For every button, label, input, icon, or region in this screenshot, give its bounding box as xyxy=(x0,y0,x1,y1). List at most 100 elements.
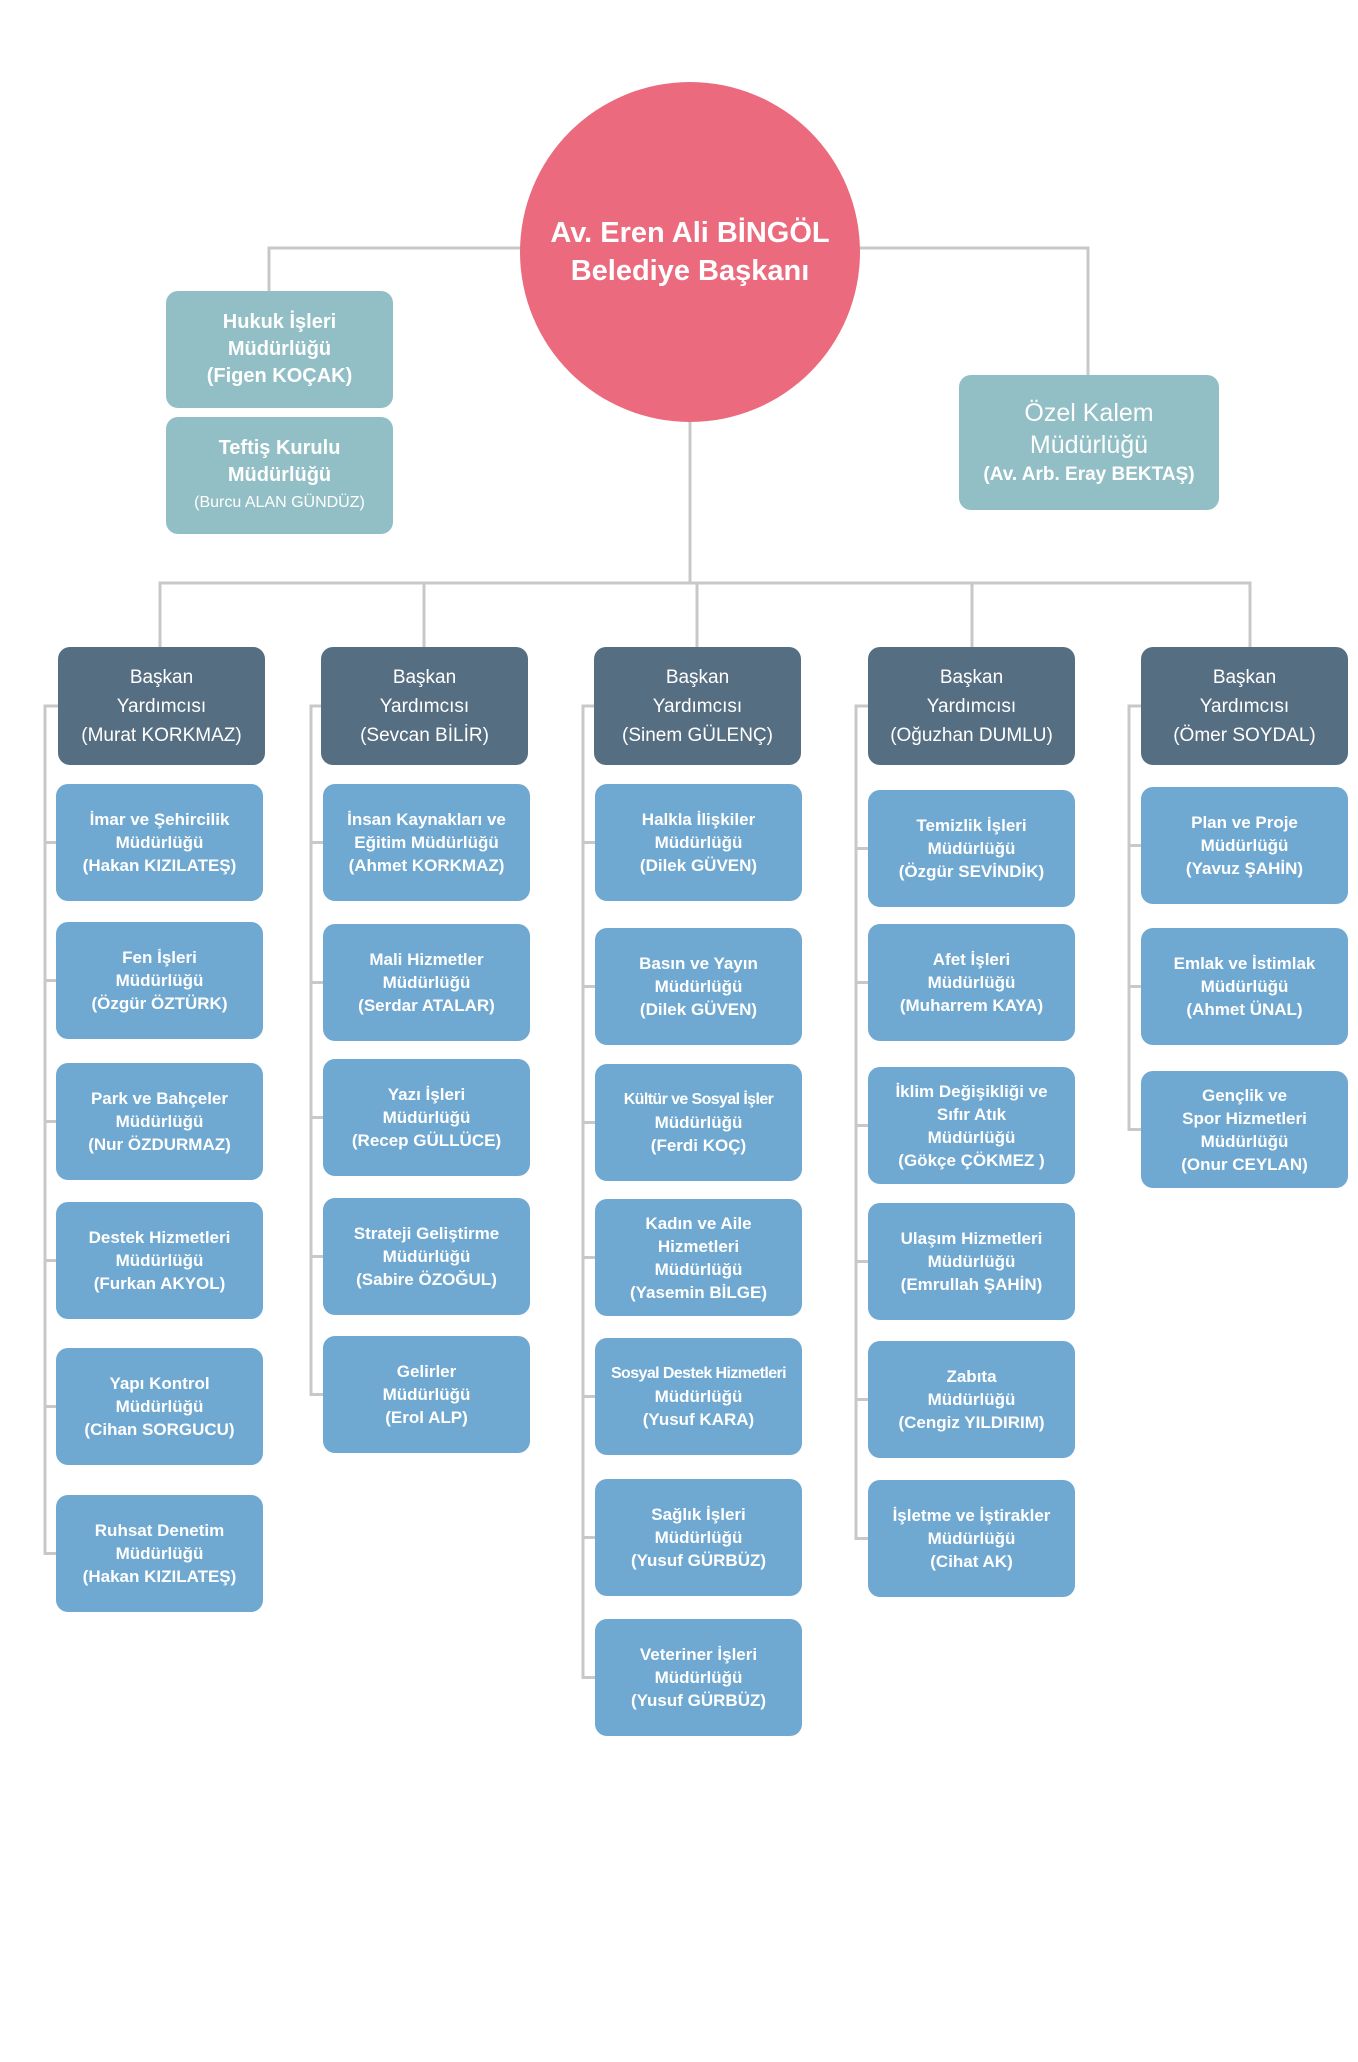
unit-name-line: Gençlik ve xyxy=(1201,1085,1288,1105)
unit-name-line: Plan ve Proje xyxy=(1191,813,1298,832)
person-name: (Murat KORKMAZ) xyxy=(81,724,242,746)
person-name: (Ahmet KORKMAZ) xyxy=(348,856,505,875)
person-name: (Ömer SOYDAL) xyxy=(1173,724,1316,746)
unit-name-line: Müdürlüğü xyxy=(927,1529,1016,1548)
person-name: (Hakan KIZILATEŞ) xyxy=(82,856,237,875)
unit-name-line: Müdürlüğü xyxy=(115,1251,204,1270)
person-name: (Özgür ÖZTÜRK) xyxy=(91,994,228,1013)
unit-name-line: Kültür ve Sosyal İşler xyxy=(623,1091,774,1108)
person-name: (Recep GÜLLÜCE) xyxy=(351,1131,502,1150)
unit-name-line: Müdürlüğü xyxy=(1200,1131,1289,1151)
inspection-board-box: Teftiş Kurulu Müdürlüğü (Burcu ALAN GÜND… xyxy=(166,417,393,534)
unit-name-line: Müdürlüğü xyxy=(654,1259,743,1279)
unit-name-line: Başkan xyxy=(665,666,730,688)
unit-name-line: Temizlik İşleri xyxy=(916,816,1027,835)
person-name: (Muharrem KAYA) xyxy=(899,996,1044,1015)
unit-name-line: Zabıta xyxy=(946,1367,997,1386)
unit-name-line: Kadın ve Aile xyxy=(645,1213,752,1233)
unit-name-line: Müdürlüğü xyxy=(927,839,1016,858)
person-name: (Dilek GÜVEN) xyxy=(639,1000,758,1019)
person-name: (Yasemin BİLGE) xyxy=(630,1282,767,1302)
unit-name-line: Emlak ve İstimlak xyxy=(1173,954,1316,973)
unit-name-line: Müdürlüğü xyxy=(382,973,471,992)
unit-name-line: İnsan Kaynakları ve xyxy=(347,810,506,829)
person-name: (Burcu ALAN GÜNDÜZ) xyxy=(194,494,365,511)
unit-name-line: Müdürlüğü xyxy=(227,338,332,360)
legal-affairs-box: Hukuk İşleri Müdürlüğü (Figen KOÇAK) xyxy=(166,291,393,408)
unit-name-line: Müdürlüğü xyxy=(115,1397,204,1416)
unit-name-line: Strateji Geliştirme xyxy=(353,1224,500,1243)
unit-name-line: Yardımcısı xyxy=(116,695,207,717)
unit-name-line: Müdürlüğü xyxy=(654,1668,743,1687)
unit-name-line: Müdürlüğü xyxy=(1200,977,1289,996)
unit-name-line: Müdürlüğü xyxy=(927,1252,1016,1271)
person-name: (Nur ÖZDURMAZ) xyxy=(88,1135,231,1154)
unit-name-line: Müdürlüğü xyxy=(115,833,204,852)
unit-name-line: Müdürlüğü xyxy=(382,1385,471,1404)
unit-name-line: Yardımcısı xyxy=(652,695,743,717)
unit-name-line: Müdürlüğü xyxy=(654,833,743,852)
mayor-title: Belediye Başkanı xyxy=(570,255,810,287)
unit-name-line: Sağlık İşleri xyxy=(651,1505,746,1524)
person-name: (Sevcan BİLİR) xyxy=(360,724,489,746)
unit-name-line: Yardımcısı xyxy=(926,695,1017,717)
unit-name-line: Müdürlüğü xyxy=(115,971,204,990)
unit-name-line: Afet İşleri xyxy=(932,950,1011,969)
person-name: (Erol ALP) xyxy=(385,1408,468,1427)
unit-name-line: Ulaşım Hizmetleri xyxy=(900,1229,1043,1248)
person-name: (Özgür SEVİNDİK) xyxy=(898,862,1045,881)
person-name: (Av. Arb. Eray BEKTAŞ) xyxy=(983,463,1195,485)
unit-name-line: Müdürlüğü xyxy=(1200,836,1289,855)
unit-name-line: Müdürlüğü xyxy=(382,1108,471,1127)
person-name: (Yusuf GÜRBÜZ) xyxy=(630,1691,767,1710)
unit-name-line: Müdürlüğü xyxy=(115,1112,204,1131)
unit-name-line: Sıfır Atık xyxy=(936,1104,1007,1124)
unit-name-line: Başkan xyxy=(129,666,194,688)
person-name: (Hakan KIZILATEŞ) xyxy=(82,1567,237,1586)
unit-name-line: İşletme ve İştirakler xyxy=(892,1506,1051,1525)
unit-name-line: Müdürlüğü xyxy=(654,1528,743,1547)
unit-name-line: Müdürlüğü xyxy=(382,1247,471,1266)
unit-name-line: Mali Hizmetler xyxy=(369,950,484,969)
private-office-box: Özel Kalem Müdürlüğü (Av. Arb. Eray BEKT… xyxy=(959,375,1219,510)
unit-name-line: Park ve Bahçeler xyxy=(90,1089,229,1108)
person-name: (Figen KOÇAK) xyxy=(206,365,353,387)
person-name: (Gökçe ÇÖKMEZ ) xyxy=(898,1150,1045,1170)
unit-name-line: Hukuk İşleri xyxy=(222,311,337,333)
unit-name-line: Müdürlüğü xyxy=(927,1390,1016,1409)
mayor-name: Av. Eren Ali BİNGÖL xyxy=(550,217,830,249)
unit-name-line: Ruhsat Denetim xyxy=(94,1521,225,1540)
unit-name-line: Müdürlüğü xyxy=(654,1387,743,1406)
person-name: (Ahmet ÜNAL) xyxy=(1186,1000,1303,1019)
person-name: (Cihat AK) xyxy=(930,1552,1013,1571)
person-name: (Dilek GÜVEN) xyxy=(639,856,758,875)
unit-name-line: Yardımcısı xyxy=(1199,695,1290,717)
unit-name-line: Halkla İlişkiler xyxy=(641,810,756,829)
unit-name-line: Müdürlüğü xyxy=(115,1544,204,1563)
unit-name-line: Müdürlüğü xyxy=(654,1113,743,1132)
